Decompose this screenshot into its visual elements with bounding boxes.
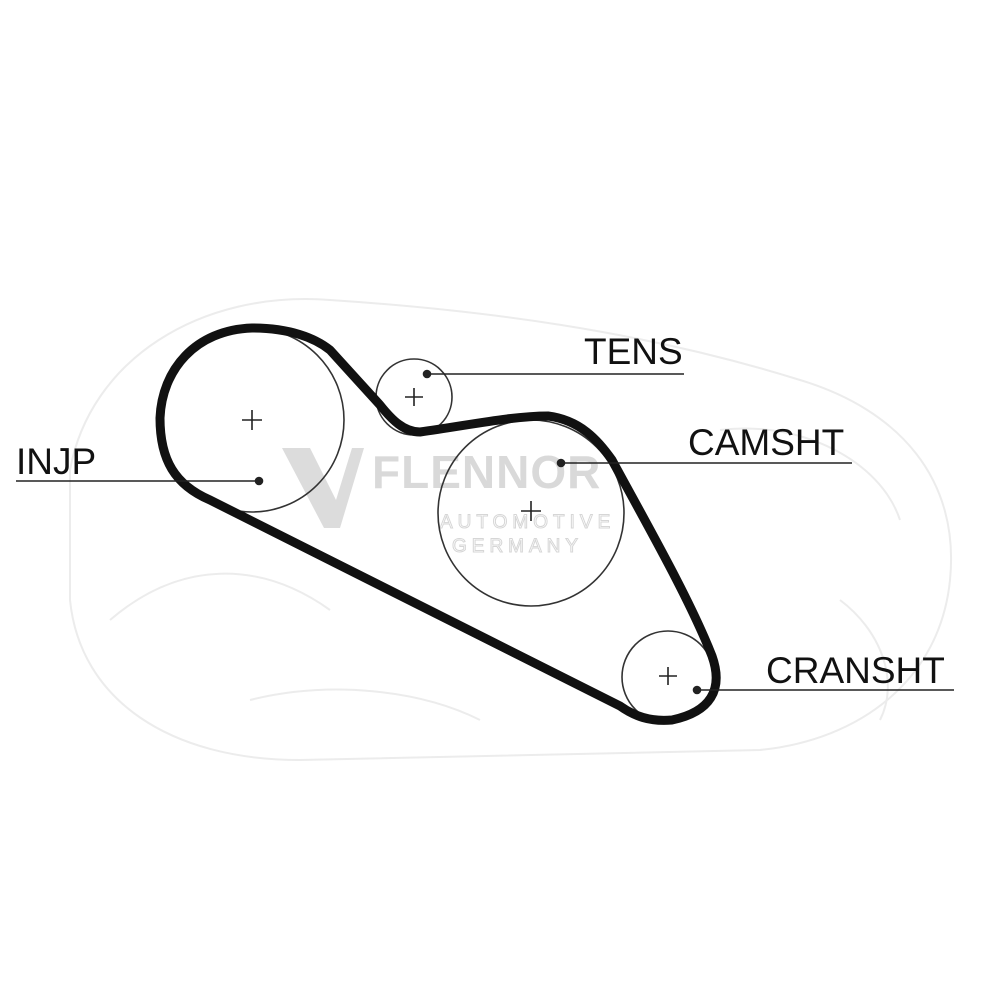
pulley-centers bbox=[242, 388, 677, 685]
watermark-brand: FLENNOR bbox=[372, 446, 601, 498]
timing-belt bbox=[155, 323, 721, 725]
watermark-logo-icon bbox=[282, 448, 364, 528]
tens-center-mark bbox=[405, 388, 423, 406]
camsht-label: CAMSHT bbox=[688, 422, 844, 463]
pulleys bbox=[159, 327, 715, 724]
injp-leader bbox=[16, 476, 264, 486]
tens-leader bbox=[422, 369, 684, 379]
cransht-label: CRANSHT bbox=[766, 650, 945, 691]
injp-label: INJP bbox=[16, 441, 96, 482]
camsht-leader bbox=[556, 458, 852, 468]
watermark-line1: AUTOMOTIVE bbox=[440, 512, 615, 533]
leaders bbox=[16, 369, 954, 695]
camsht-center-mark bbox=[521, 501, 541, 521]
watermark: FLENNOR AUTOMOTIVE GERMANY bbox=[282, 446, 615, 558]
watermark-line2: GERMANY bbox=[452, 536, 583, 557]
cransht-leader bbox=[692, 685, 954, 695]
background-engine-sketch bbox=[69, 298, 953, 762]
cransht-center-mark bbox=[659, 667, 677, 685]
injp-center-mark bbox=[242, 410, 262, 430]
tens-label: TENS bbox=[584, 331, 683, 372]
